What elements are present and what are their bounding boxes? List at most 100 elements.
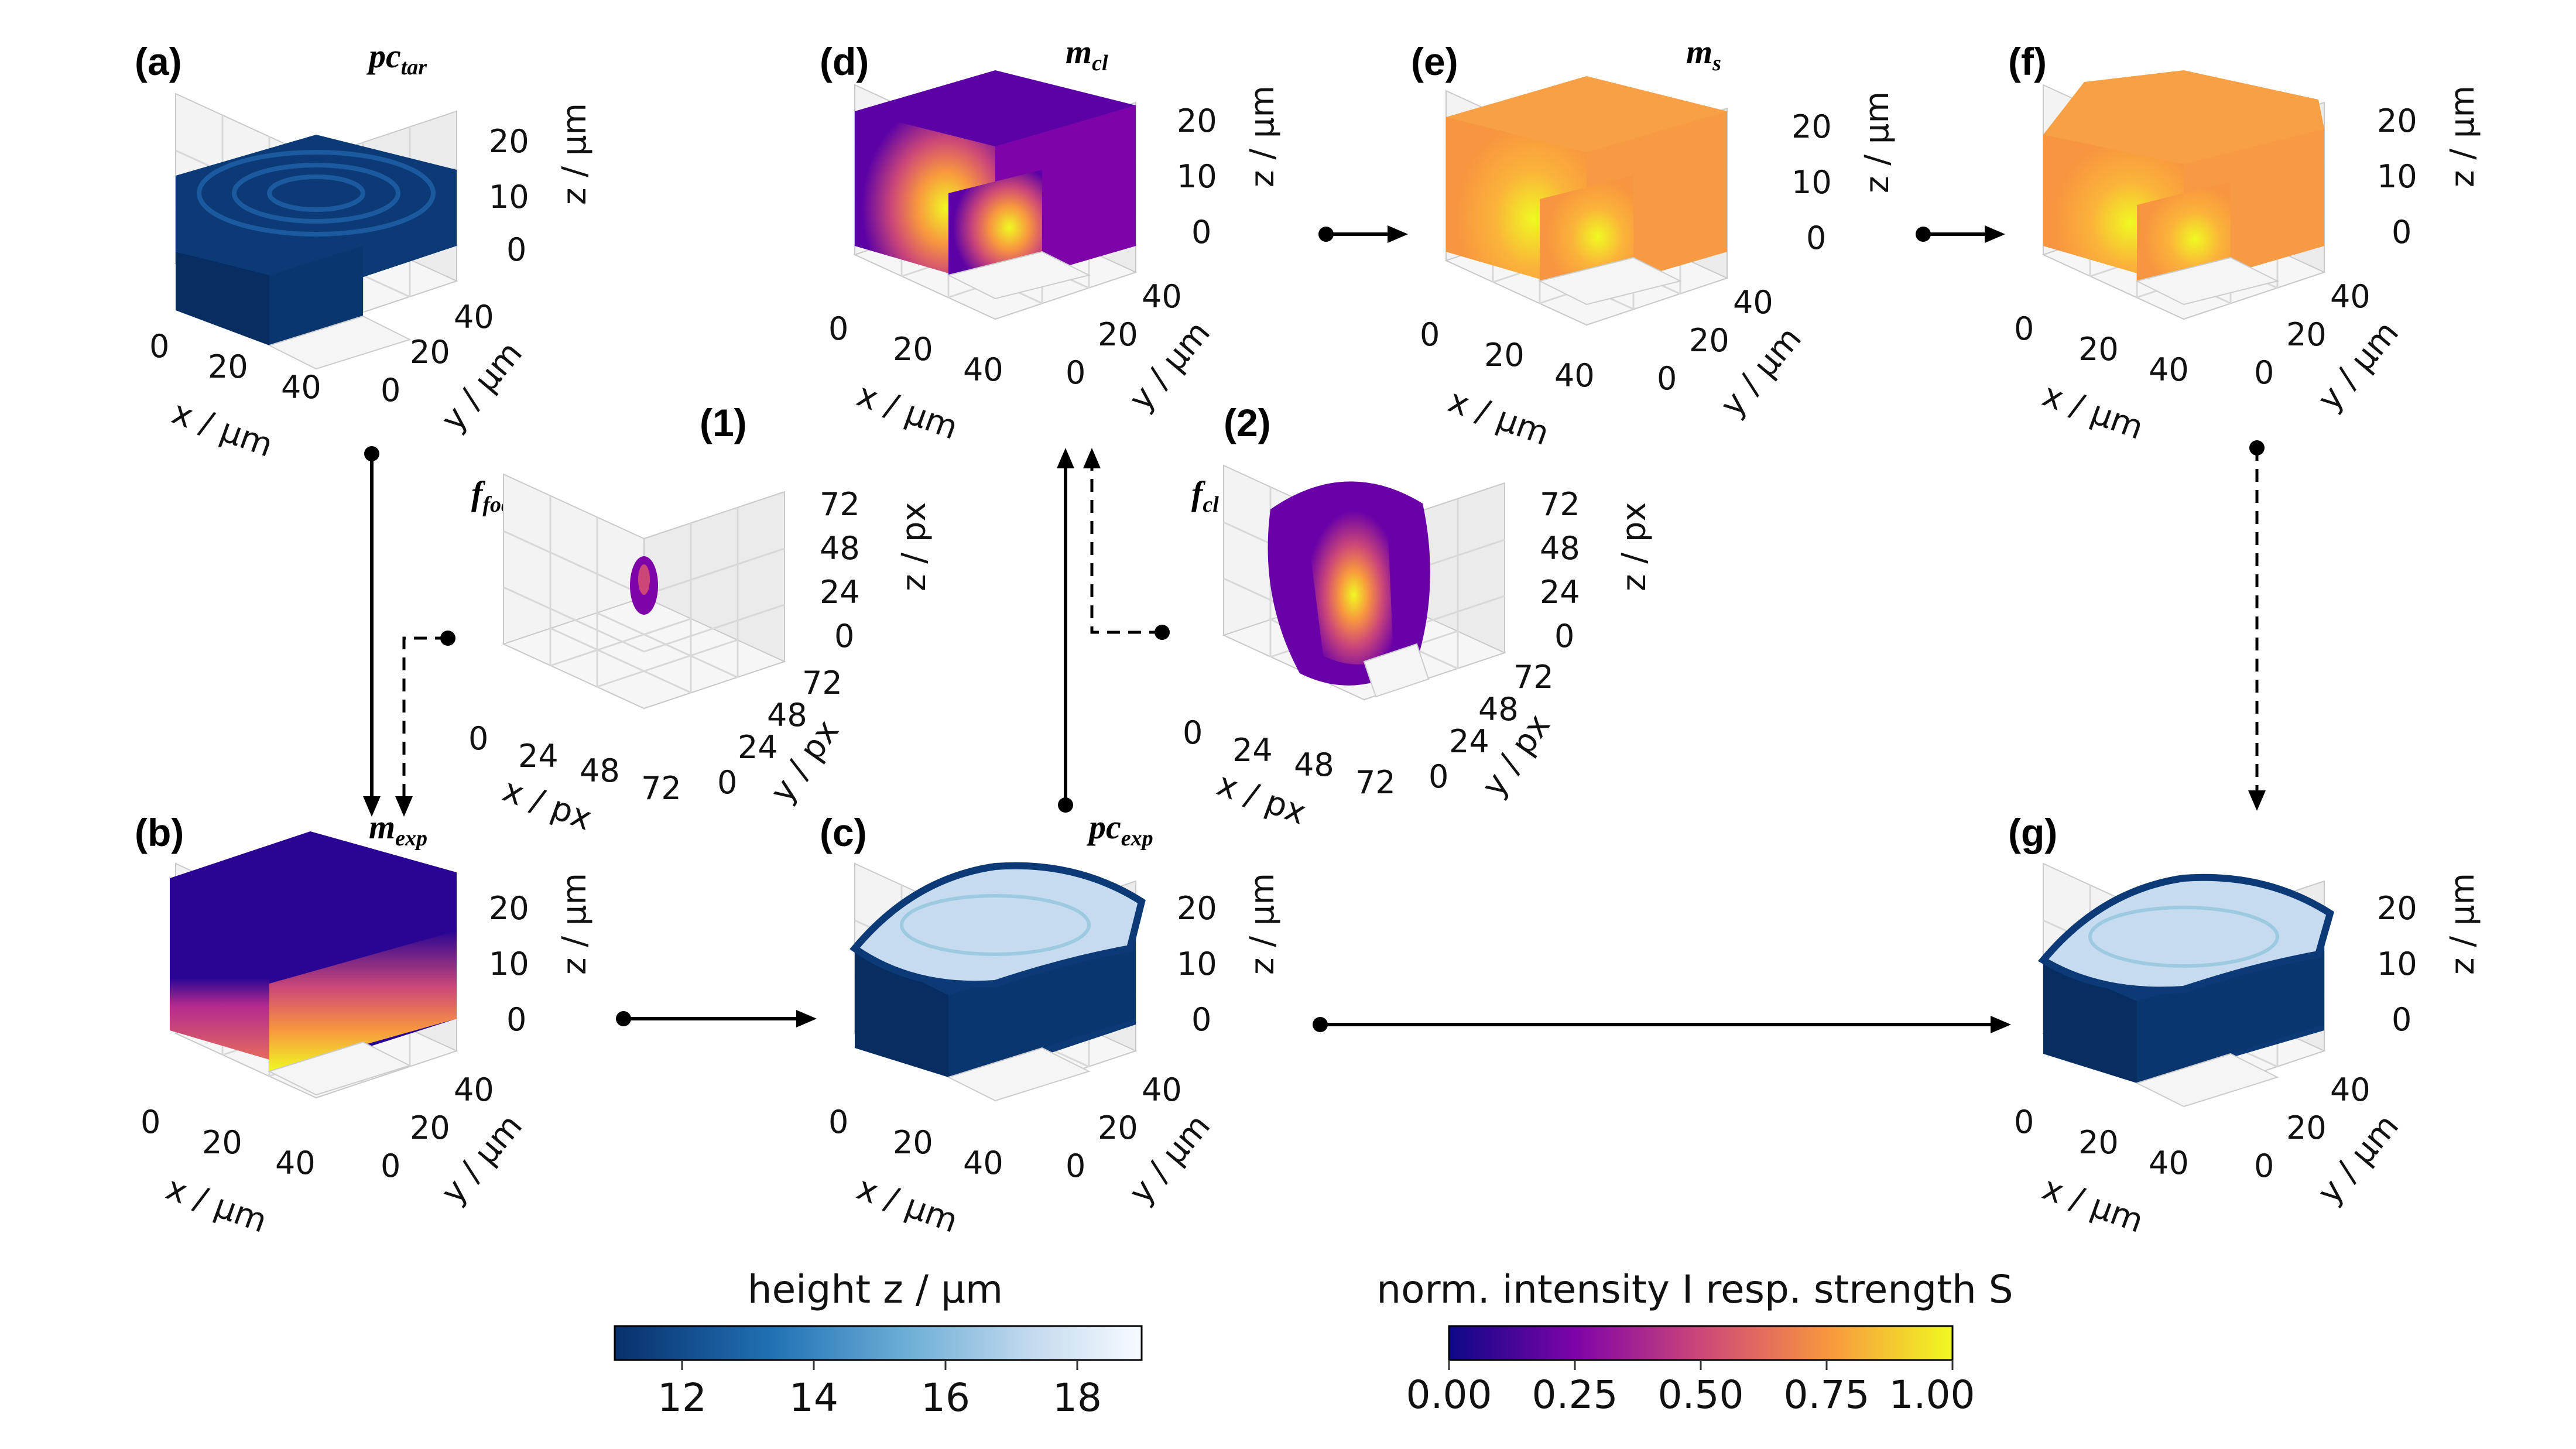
y-tick-40: 40 xyxy=(2330,1071,2371,1108)
z-axis-label: z / μm xyxy=(1244,873,1282,975)
colorbar-intensity-tick: 0.00 xyxy=(1406,1372,1492,1417)
z-tick-10: 10 xyxy=(1791,164,1832,201)
panel-label-c: (c) xyxy=(820,811,867,854)
colorbar-height-tick: 12 xyxy=(657,1375,707,1420)
panel-label-f: (f) xyxy=(2008,40,2047,83)
colorbar-height-tick: 18 xyxy=(1053,1375,1102,1420)
z-tick-20: 20 xyxy=(1177,102,1217,139)
y-tick-40: 40 xyxy=(1142,1071,1182,1108)
x-tick-0: 0 xyxy=(1183,714,1203,751)
symbol-m-s: ms xyxy=(1686,33,1721,76)
y-tick-0: 0 xyxy=(2254,1147,2274,1184)
y-tick-40: 40 xyxy=(1142,278,1182,315)
y-tick-20: 20 xyxy=(1098,1109,1138,1146)
x-tick-48: 48 xyxy=(580,752,620,789)
y-tick-0: 0 xyxy=(381,372,400,409)
y-tick-0: 0 xyxy=(381,1147,400,1184)
y-tick-40: 40 xyxy=(454,1071,494,1108)
z-axis-label: z / μm xyxy=(1244,85,1282,187)
x-tick-72: 72 xyxy=(1355,764,1396,801)
flow-arrows xyxy=(363,225,2266,1033)
y-tick-0: 0 xyxy=(1429,758,1448,795)
panel-kernel-2: (2) fcl 72 48 24 0 z / px 0 24 48 72 x /… xyxy=(1183,401,1653,833)
y-tick-20: 20 xyxy=(410,1109,450,1146)
symbol-pc-tar: pctar xyxy=(366,37,427,80)
panel-label-1: (1) xyxy=(700,401,747,444)
x-tick-20: 20 xyxy=(208,348,248,385)
colorbar-intensity-tick: 0.75 xyxy=(1784,1372,1870,1417)
z-tick-72: 72 xyxy=(820,486,860,523)
panel-b: (b) mexp 20 10 0 z / μm 0 20 40 xyxy=(135,808,594,1241)
x-tick-40: 40 xyxy=(1554,357,1595,394)
panel-f: (f) 20 10 0 z / μm 0 20 40 x / μm 0 20 4… xyxy=(2008,40,2482,447)
symbol-f-cl: fcl xyxy=(1191,474,1219,517)
panel-g: (g) 20 10 0 z / μm 0 20 40 x / μm 0 20 4… xyxy=(2008,811,2482,1241)
x-tick-0: 0 xyxy=(149,328,169,365)
x-tick-20: 20 xyxy=(893,1124,933,1161)
colorbar-height: height z / μm 12 14 16 18 xyxy=(614,1267,1143,1420)
z-tick-10: 10 xyxy=(1177,158,1217,195)
printed-surface xyxy=(2037,873,2334,994)
z-axis-label: z / μm xyxy=(556,873,594,975)
panel-label-b: (b) xyxy=(135,811,184,854)
z-tick-10: 10 xyxy=(2377,946,2417,982)
cutout-floor xyxy=(268,315,412,370)
z-tick-0: 0 xyxy=(1554,618,1574,655)
x-axis-label: x / μm xyxy=(167,393,278,465)
y-tick-40: 40 xyxy=(2330,278,2371,315)
x-tick-40: 40 xyxy=(963,351,1003,388)
y-tick-20: 20 xyxy=(2286,1109,2327,1146)
y-tick-0: 0 xyxy=(2254,354,2274,391)
y-tick-40: 40 xyxy=(454,299,494,335)
y-tick-48: 48 xyxy=(767,697,807,734)
colorbar-height-tick: 16 xyxy=(921,1375,970,1420)
z-tick-48: 48 xyxy=(820,530,860,567)
x-tick-40: 40 xyxy=(2149,1145,2189,1181)
z-tick-72: 72 xyxy=(1540,486,1580,523)
x-tick-0: 0 xyxy=(1420,316,1440,353)
y-tick-24: 24 xyxy=(738,729,778,766)
x-tick-40: 40 xyxy=(963,1145,1003,1181)
x-tick-0: 0 xyxy=(2014,310,2034,347)
z-axis-label: z / μm xyxy=(2444,85,2482,187)
panel-label-d: (d) xyxy=(820,40,869,83)
x-tick-40: 40 xyxy=(275,1145,316,1181)
z-tick-20: 20 xyxy=(2377,102,2417,139)
x-tick-20: 20 xyxy=(1484,337,1525,374)
x-tick-40: 40 xyxy=(281,369,321,406)
z-tick-20: 20 xyxy=(1177,890,1217,927)
panel-e: (e) ms 20 10 0 z / μm 0 20 40 x / μm 0 2… xyxy=(1411,33,1896,453)
y-tick-0: 0 xyxy=(1066,354,1085,391)
z-tick-10: 10 xyxy=(1177,946,1217,982)
colorbar-intensity-tick: 1.00 xyxy=(1889,1372,1975,1417)
colorbar-intensity-tick: 0.25 xyxy=(1532,1372,1618,1417)
colorbar-intensity-tick: 0.50 xyxy=(1658,1372,1744,1417)
z-tick-20: 20 xyxy=(489,890,529,927)
z-tick-0: 0 xyxy=(834,618,854,655)
z-tick-0: 0 xyxy=(506,1001,526,1038)
z-tick-10: 10 xyxy=(489,179,529,215)
panel-label-a: (a) xyxy=(135,40,182,83)
panel-a: (a) pctar 20 10 0 z / μm 0 20 40 x / μm … xyxy=(135,37,594,465)
panel-c: (c) pcexp 20 10 0 z / μm 0 20 40 x / μm … xyxy=(820,808,1282,1241)
panel-kernel-1: (1) ffoc 72 48 24 0 z / px 0 24 48 72 x … xyxy=(468,401,933,838)
y-tick-20: 20 xyxy=(410,334,450,371)
x-tick-24: 24 xyxy=(1232,732,1273,769)
x-tick-48: 48 xyxy=(1294,746,1334,783)
panel-label-2: (2) xyxy=(1224,401,1271,444)
y-tick-40: 40 xyxy=(1733,284,1773,321)
z-axis-label: z / μm xyxy=(1858,91,1896,193)
height-block xyxy=(176,135,457,293)
x-tick-0: 0 xyxy=(468,720,488,757)
z-tick-0: 0 xyxy=(1191,1001,1211,1038)
x-tick-0: 0 xyxy=(828,1104,848,1140)
x-tick-0: 0 xyxy=(828,310,848,347)
z-tick-24: 24 xyxy=(1540,574,1580,611)
panel-d: (d) mcl 20 10 0 z / μm 0 20 40 x / μm 0 … xyxy=(820,33,1282,447)
x-axis-label: x / μm xyxy=(852,1169,962,1241)
colorbar-intensity-title: norm. intensity I resp. strength S xyxy=(1376,1267,2013,1312)
x-tick-0: 0 xyxy=(141,1104,160,1140)
colorbar-height-tick: 14 xyxy=(789,1375,838,1420)
z-tick-0: 0 xyxy=(1806,220,1826,256)
x-tick-24: 24 xyxy=(518,738,559,775)
